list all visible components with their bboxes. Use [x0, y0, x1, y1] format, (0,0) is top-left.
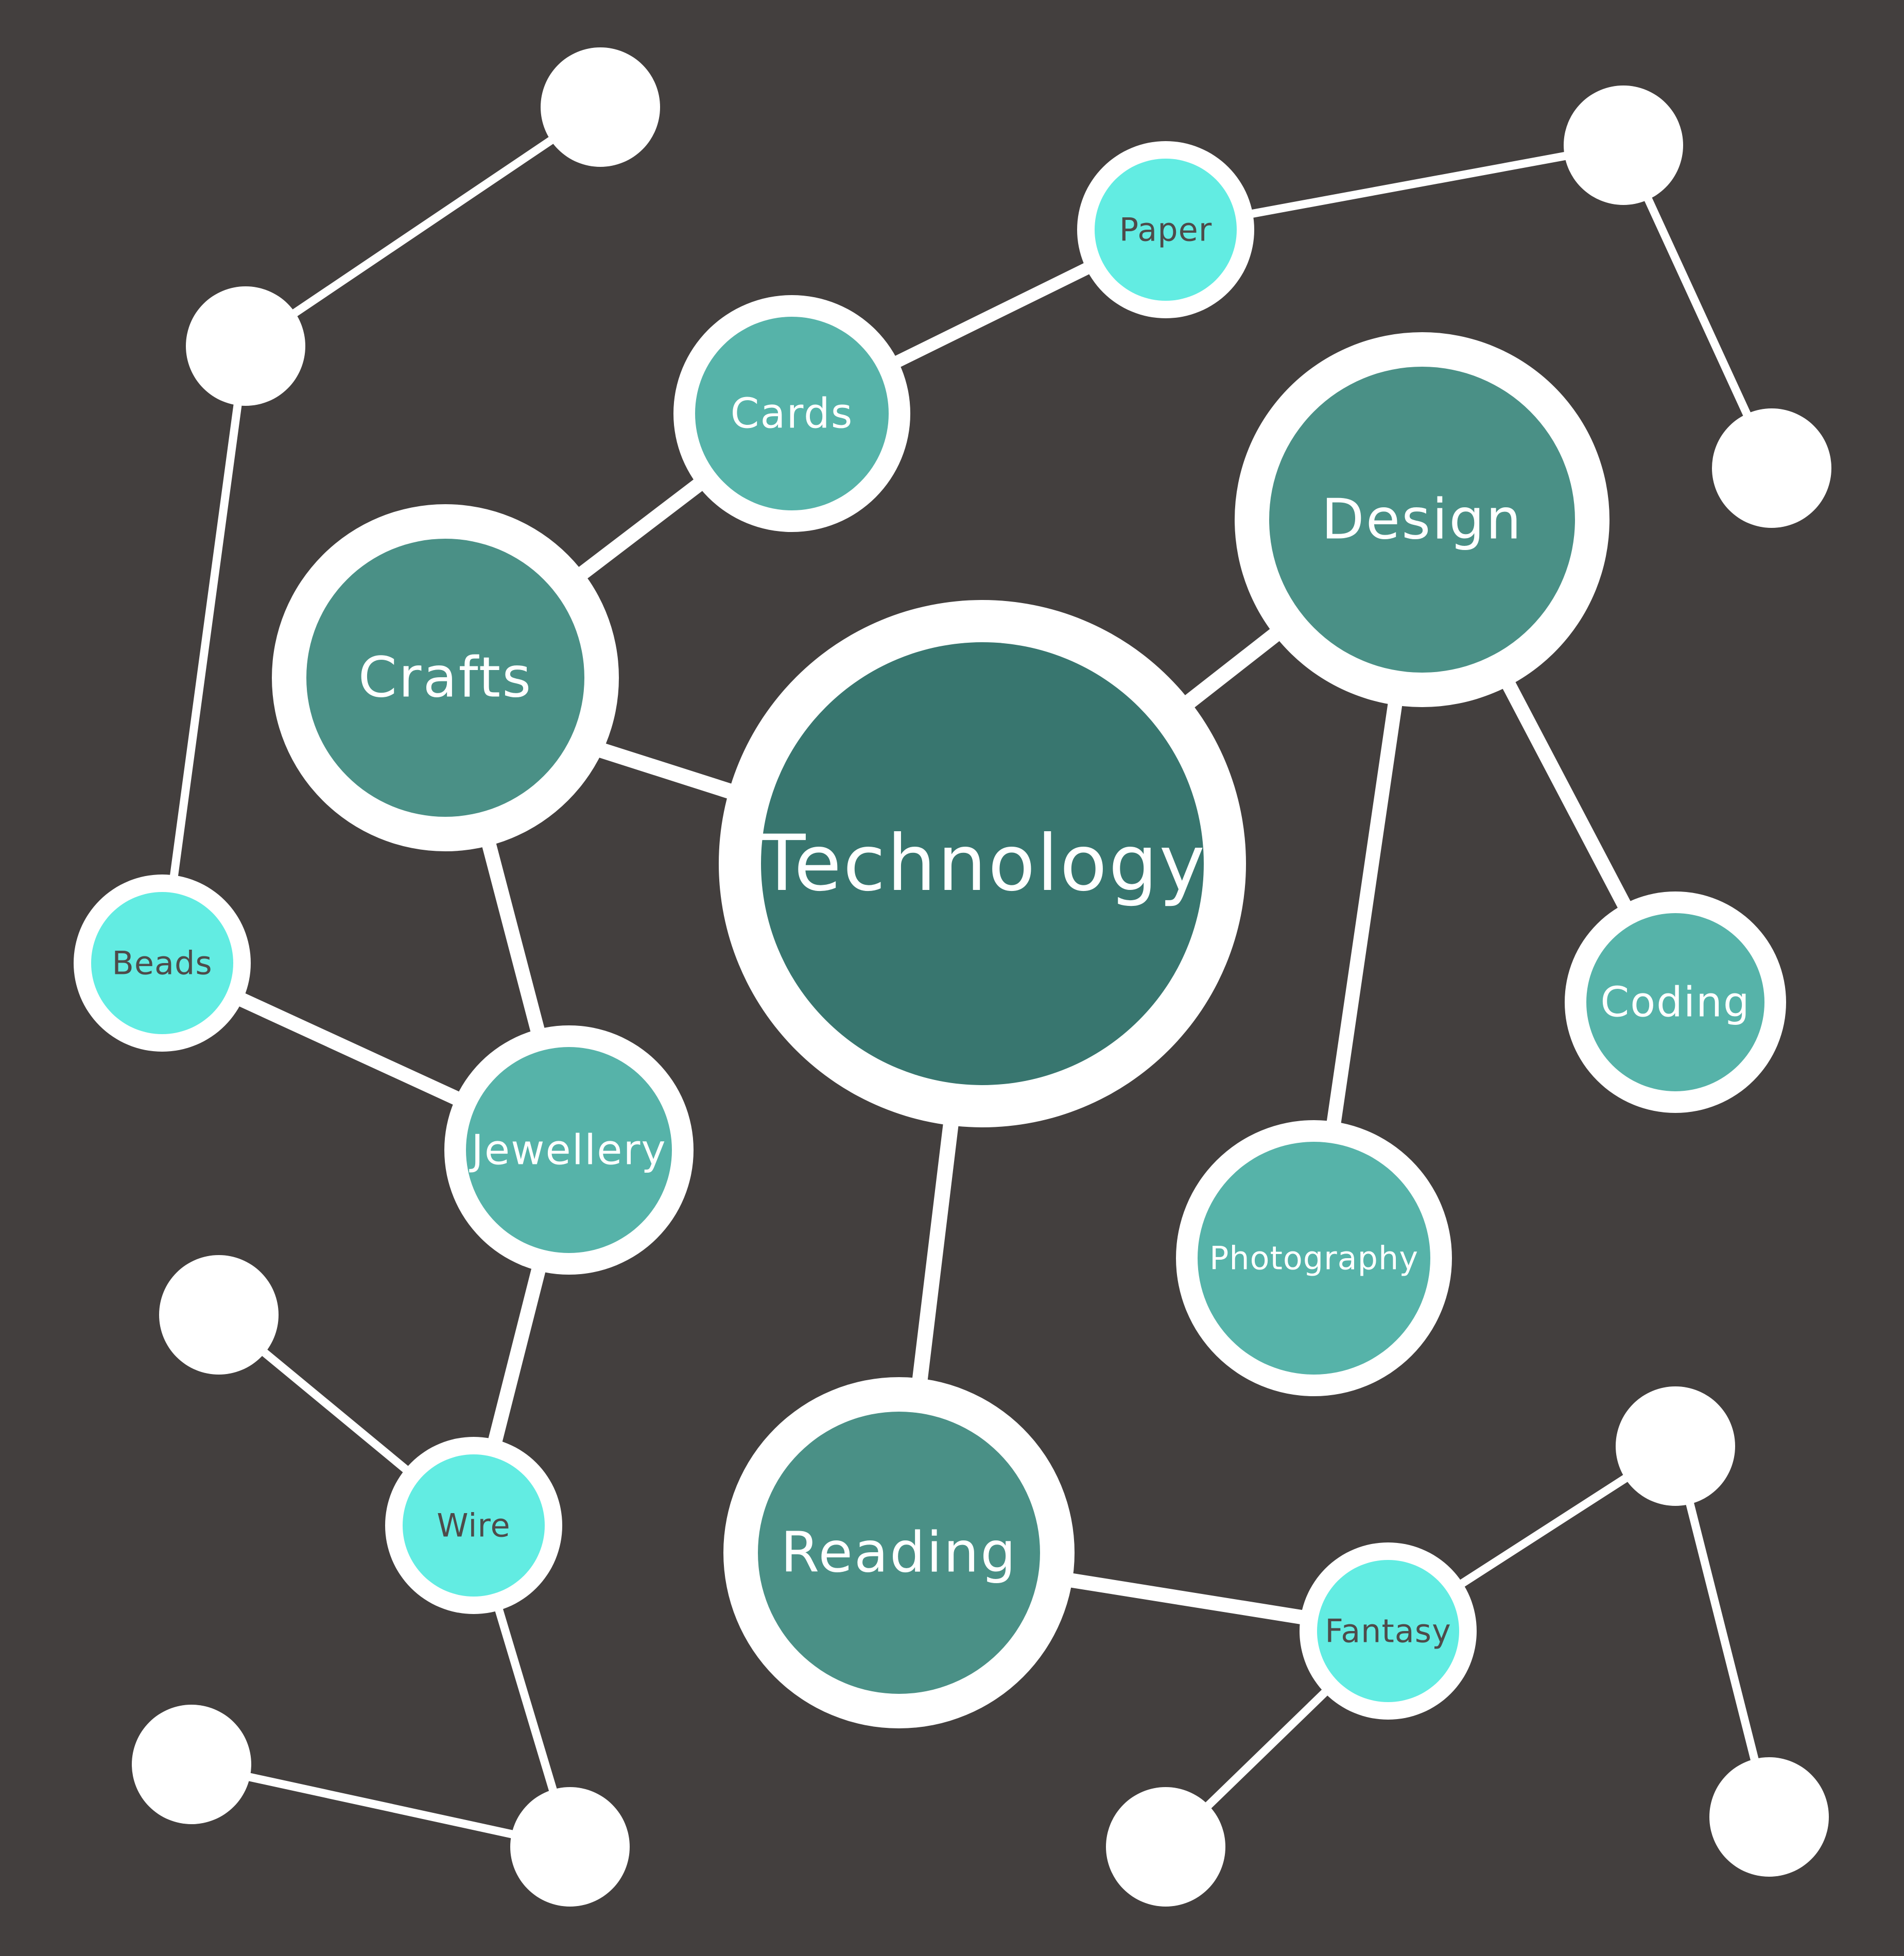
node-technology-label: Technology: [758, 819, 1206, 908]
node-wire[interactable]: Wire: [385, 1437, 562, 1614]
node-cards[interactable]: Cards: [673, 295, 910, 532]
node-photography-label: Photography: [1209, 1240, 1418, 1277]
node-beads[interactable]: Beads: [74, 874, 251, 1052]
primary-nodes: Crafts Design Reading: [272, 332, 1609, 1728]
terminal-node: [1106, 1787, 1225, 1907]
node-design-label: Design: [1322, 488, 1523, 552]
terminal-node: [186, 286, 305, 406]
node-paper-label: Paper: [1119, 211, 1213, 249]
terminal-node: [1564, 85, 1683, 205]
terminal-node: [541, 47, 660, 167]
node-crafts[interactable]: Crafts: [272, 504, 619, 851]
node-fantasy[interactable]: Fantasy: [1300, 1542, 1477, 1720]
edge-beads-terminal: [158, 345, 250, 964]
node-reading-label: Reading: [781, 1521, 1017, 1585]
node-jewellery-label: Jewellery: [469, 1126, 666, 1174]
secondary-nodes: Cards Jewellery Coding Photography: [444, 295, 1786, 1396]
node-fantasy-label: Fantasy: [1325, 1612, 1451, 1650]
node-wire-label: Wire: [437, 1507, 510, 1545]
node-photography[interactable]: Photography: [1176, 1120, 1452, 1396]
node-design[interactable]: Design: [1235, 332, 1609, 707]
node-beads-label: Beads: [112, 945, 212, 982]
terminal-node: [132, 1705, 251, 1824]
terminal-node: [510, 1787, 630, 1907]
terminal-node: [1712, 408, 1831, 528]
terminal-nodes: [132, 47, 1831, 1907]
node-crafts-label: Crafts: [358, 646, 533, 710]
terminal-node: [159, 1255, 279, 1375]
node-jewellery[interactable]: Jewellery: [444, 1025, 694, 1275]
node-coding-label: Coding: [1600, 979, 1750, 1026]
node-technology[interactable]: Technology: [719, 600, 1246, 1127]
edge-terminal-terminal-se: [1671, 1445, 1773, 1818]
node-coding[interactable]: Coding: [1565, 891, 1786, 1113]
terminal-node: [1616, 1386, 1735, 1506]
edge-terminal-terminal-sw: [191, 1760, 571, 1851]
terminal-node: [1709, 1757, 1829, 1877]
node-paper[interactable]: Paper: [1077, 141, 1254, 318]
node-cards-label: Cards: [731, 390, 854, 438]
edge-terminal-terminal-nw: [243, 104, 603, 350]
leaf-nodes: Paper Beads Wire Fantasy: [74, 141, 1477, 1720]
node-reading[interactable]: Reading: [723, 1377, 1075, 1728]
